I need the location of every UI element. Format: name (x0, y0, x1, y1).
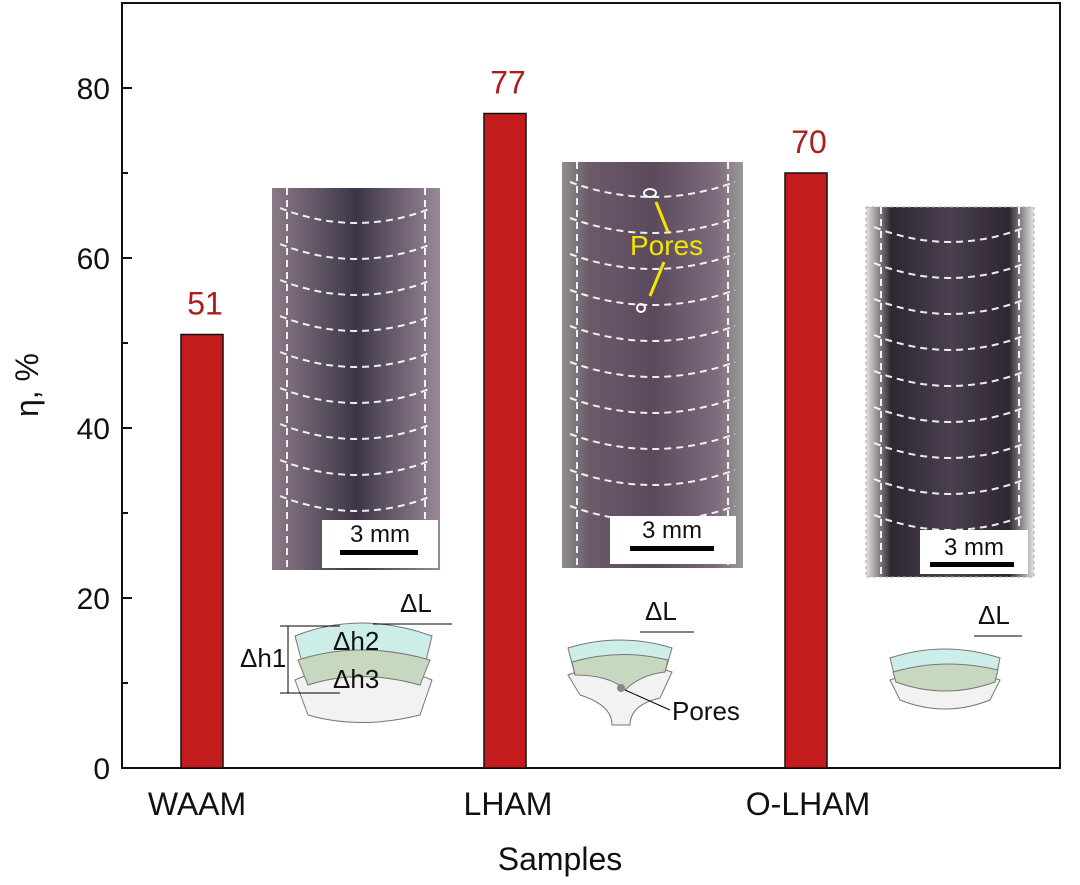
x-tick-label: O-LHAM (746, 786, 870, 822)
lham-micrograph (562, 162, 743, 568)
value-label: 70 (791, 124, 827, 160)
dl-label: ΔL (400, 588, 432, 618)
fusion-line (873, 226, 1027, 243)
fusion-line (279, 279, 433, 296)
fusion-line (279, 459, 433, 476)
fusion-line (279, 387, 433, 404)
fusion-line (569, 217, 736, 234)
fusion-line (569, 433, 736, 450)
dh3-label: Δh3 (333, 664, 379, 694)
y-tick-label: 20 (77, 583, 110, 616)
fusion-line (279, 495, 433, 512)
micrograph-insets: 3 mm 3 mm 3 mm Pores (272, 162, 1035, 578)
fusion-line (873, 514, 1027, 531)
fusion-line (873, 370, 1027, 387)
scale-bar-label: 3 mm (642, 517, 702, 544)
y-axis: 0 20 40 60 80 (77, 73, 132, 786)
dl-label: ΔL (645, 596, 677, 626)
fusion-line (279, 423, 433, 440)
value-label: 51 (187, 286, 223, 322)
bar-lham (483, 112, 527, 769)
fusion-line (569, 253, 736, 270)
fusion-line (873, 442, 1027, 459)
y-tick-label: 40 (77, 413, 110, 446)
x-tick-label: WAAM (148, 786, 246, 822)
fusion-line (569, 289, 736, 306)
bar-o-lham (784, 172, 828, 769)
dh1-label: Δh1 (240, 643, 286, 673)
pores-schematic-label: Pores (672, 696, 740, 726)
fusion-line (873, 262, 1027, 279)
schematics: Δh1 Δh2 Δh3 ΔL Pores ΔL ΔL (240, 588, 1022, 726)
fusion-line (279, 315, 433, 332)
pores-photo-label: Pores (630, 230, 703, 261)
fusion-line (569, 325, 736, 342)
y-axis-label: η, % (9, 353, 45, 417)
olham-micrograph (865, 206, 1035, 578)
fusion-line (569, 361, 736, 378)
x-axis-label: Samples (498, 841, 623, 877)
value-label: 77 (490, 65, 526, 101)
scale-bar-label: 3 mm (350, 521, 410, 548)
fusion-line (569, 397, 736, 414)
fusion-line (279, 207, 433, 224)
waam-micrograph (272, 188, 440, 570)
plot-frame (121, 2, 1061, 769)
fusion-line (873, 406, 1027, 423)
fusion-line (873, 298, 1027, 315)
scale-bar-label: 3 mm (944, 534, 1004, 561)
fusion-line (279, 351, 433, 368)
fusion-line (873, 334, 1027, 351)
fusion-line (873, 478, 1027, 495)
x-tick-label: LHAM (464, 786, 553, 822)
y-tick-label: 60 (77, 243, 110, 276)
y-tick-label: 80 (77, 73, 110, 106)
y-tick-label: 0 (93, 753, 110, 786)
bar-waam (180, 333, 224, 769)
dl-label: ΔL (978, 600, 1010, 630)
dh2-label: Δh2 (333, 626, 379, 656)
fusion-line (569, 469, 736, 486)
fusion-line (279, 243, 433, 260)
